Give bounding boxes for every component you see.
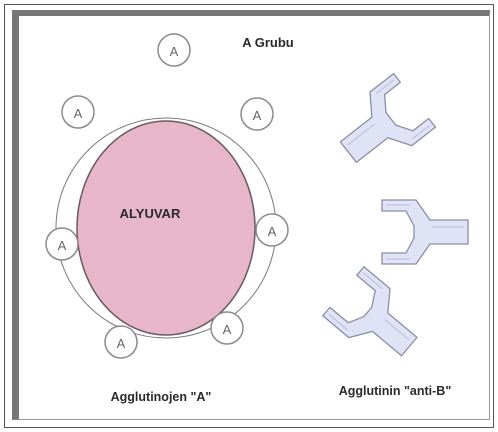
antigen-caption: Agglutinojen "A" xyxy=(111,390,212,404)
group-title: A Grubu xyxy=(242,35,294,50)
svg-text:A: A xyxy=(268,224,277,239)
antibody-caption: Agglutinin "anti-B" xyxy=(339,384,452,398)
cell-label: ALYUVAR xyxy=(120,206,181,221)
antigen-a-marker: A xyxy=(62,96,94,128)
anti-b-antibody xyxy=(327,74,435,179)
antigen-a-marker: A xyxy=(211,312,243,344)
svg-text:A: A xyxy=(74,106,83,121)
anti-b-antibody xyxy=(382,200,468,264)
svg-text:A: A xyxy=(253,108,262,123)
anti-b-antibody xyxy=(323,267,430,371)
antigen-a-marker: A xyxy=(105,326,137,358)
antigen-a-marker: A xyxy=(158,34,190,66)
svg-text:A: A xyxy=(170,44,179,59)
svg-text:A: A xyxy=(223,322,232,337)
antigen-a-marker: A xyxy=(241,98,273,130)
antigen-a-marker: A xyxy=(46,228,78,260)
red-blood-cell xyxy=(77,121,255,335)
svg-text:A: A xyxy=(58,238,67,253)
antigen-a-marker: A xyxy=(256,214,288,246)
svg-text:A: A xyxy=(117,336,126,351)
